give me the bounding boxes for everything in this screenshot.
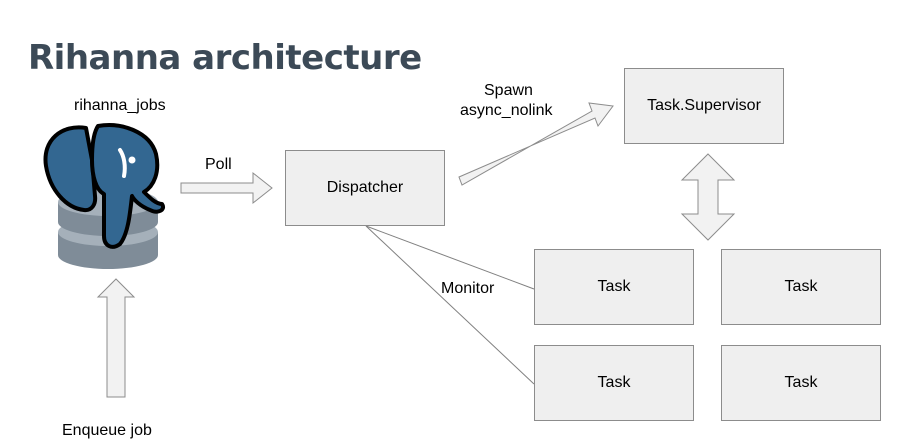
monitor-label: Monitor	[441, 280, 495, 297]
spawn-arrow	[458, 102, 614, 186]
dispatcher-node: Dispatcher	[285, 150, 445, 226]
supervisor-task-double-arrow	[680, 153, 736, 241]
dispatcher-label: Dispatcher	[326, 179, 404, 196]
poll-label: Poll	[205, 156, 232, 173]
poll-arrow	[180, 171, 273, 205]
task-label: Task	[784, 374, 818, 391]
task-node: Task	[534, 345, 694, 421]
monitor-line-upper	[365, 225, 535, 290]
enqueue-job-label: Enqueue job	[62, 422, 152, 439]
monitor-line-lower	[365, 225, 535, 385]
spawn-label: Spawn	[484, 82, 533, 99]
task-supervisor-label: Task.Supervisor	[647, 97, 761, 114]
task-label: Task	[597, 374, 631, 391]
task-label: Task	[597, 278, 631, 295]
task-supervisor-node: Task.Supervisor	[624, 68, 784, 144]
async-nolink-label: async_nolink	[460, 102, 553, 119]
postgresql-elephant-icon	[43, 123, 165, 249]
task-node: Task	[721, 345, 881, 421]
task-node: Task	[721, 249, 881, 325]
task-node: Task	[534, 249, 694, 325]
page-title: Rihanna architecture	[28, 38, 422, 78]
database-label: rihanna_jobs	[74, 97, 166, 114]
task-label: Task	[784, 278, 818, 295]
enqueue-arrow	[96, 278, 136, 398]
